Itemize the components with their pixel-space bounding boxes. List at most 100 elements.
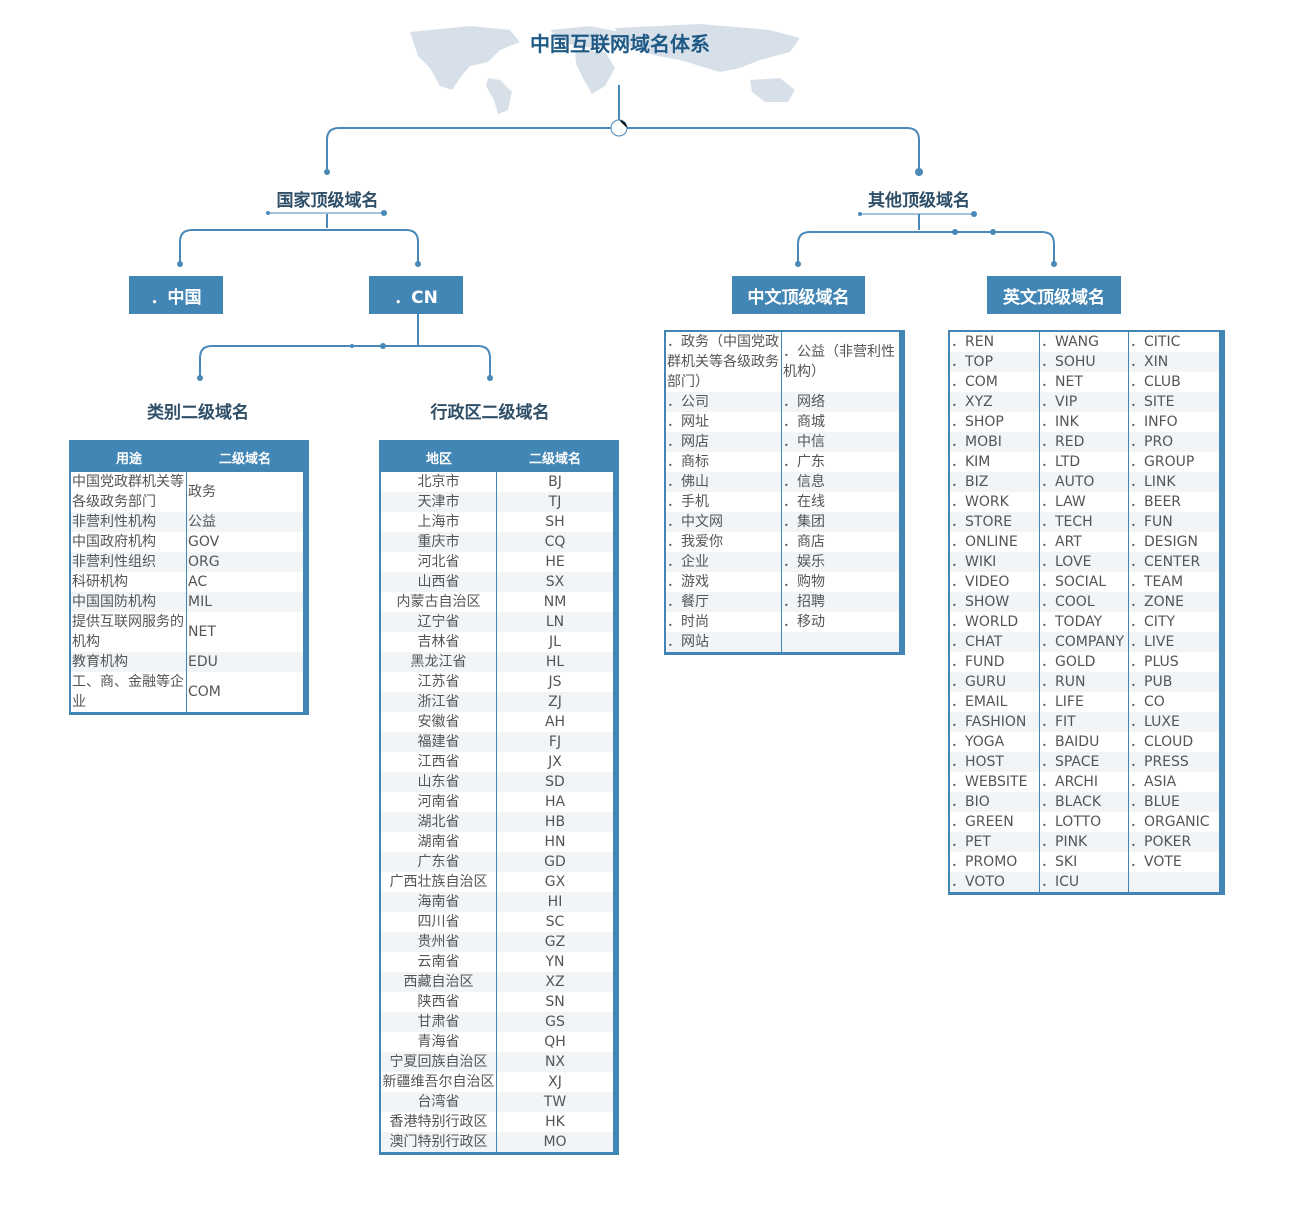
en-tld-col1-cell: ．PET [950,832,1040,852]
en-tld-row: ．COM．NET．CLUB [950,372,1219,392]
zh-tld-left-cell: ．时尚 [666,612,782,632]
category-use-cell: 中国政府机构 [71,532,187,552]
zh-tld-right-cell [782,632,899,652]
zh-tld-left-cell: ．网店 [666,432,782,452]
en-tld-row: ．FASHION．FIT．LUXE [950,712,1219,732]
region-sld-cell: GZ [544,934,566,950]
region-sld-cell: HN [544,834,566,850]
zh-tld-table: ．政务（中国党政群机关等各级政务部门）．公益（非营利性机构）．公司．网络．网址．… [664,330,905,655]
zh-tld-row: ．网站 [666,632,899,652]
en-tld-row: ．ONLINE．ART．DESIGN [950,532,1219,552]
en-tld-col2-cell: ．VIP [1040,392,1129,412]
region-sld-cell: JL [549,634,561,650]
en-tld-col2-cell: ．AUTO [1040,472,1129,492]
en-tld-col2-cell: ．TODAY [1040,612,1129,632]
region-area-cell: 河北省 [381,552,497,572]
en-tld-col1-cell: ．XYZ [950,392,1040,412]
region-sld-cell: BJ [548,474,562,490]
category-table-header: 用途 二级域名 [71,442,303,472]
en-tld-col2-cell: ．BLACK [1040,792,1129,812]
region-area-cell: 天津市 [381,492,497,512]
region-sld-cell: HA [544,794,566,810]
en-tld-col1-cell: ．VIDEO [950,572,1040,592]
zh-tld-left-cell: ．网址 [666,412,782,432]
en-tld-col3-cell [1129,872,1219,892]
category-sld-cell: 政务 [188,484,216,500]
en-tld-row: ．HOST．SPACE．PRESS [950,752,1219,772]
en-tld-row: ．XYZ．VIP．SITE [950,392,1219,412]
region-area-cell: 甘肃省 [381,1012,497,1032]
region-area-cell: 香港特别行政区 [381,1112,497,1132]
category-use-cell: 工、商、金融等企业 [71,672,187,712]
en-tld-col3-cell: ．GROUP [1130,454,1195,470]
region-sld-cell: SD [545,774,565,790]
en-tld-col2-cell: ．SOHU [1040,352,1129,372]
en-tld-row: ．STORE．TECH．FUN [950,512,1219,532]
region-area-cell: 台湾省 [381,1092,497,1112]
zh-tld-row: ．手机．在线 [666,492,899,512]
region-sld-cell: GS [545,1014,565,1030]
en-tld-col3-cell: ．BLUE [1130,794,1180,810]
en-tld-row: ．PROMO．SKI．VOTE [950,852,1219,872]
zh-tld-left-cell: ．餐厅 [666,592,782,612]
en-tld-col1-cell: ．REN [950,332,1040,352]
world-map-image [410,24,800,114]
region-area-cell: 海南省 [381,892,497,912]
en-tld-col2-cell: ．SKI [1040,852,1129,872]
category-sld-cell: COM [188,684,221,700]
region-area-cell: 重庆市 [381,532,497,552]
region-sld-cell: MO [543,1134,567,1150]
category-sld-cell: MIL [188,594,213,610]
en-tld-col1-cell: ．HOST [950,752,1040,772]
en-tld-col2-cell: ．ART [1040,532,1129,552]
region-sld-cell: ZJ [548,694,562,710]
zh-tld-right-cell: ．信息 [783,474,825,490]
en-tld-col3-cell: ．INFO [1130,414,1178,430]
en-tld-col3-cell: ．VOTE [1130,854,1182,870]
zh-tld-left-cell: ．中文网 [666,512,782,532]
en-tld-row: ．WIKI．LOVE．CENTER [950,552,1219,572]
region-area-cell: 广西壮族自治区 [381,872,497,892]
en-tld-col1-cell: ．WIKI [950,552,1040,572]
region-area-cell: 广东省 [381,852,497,872]
region-sld-cell: AH [544,714,566,730]
en-tld-row: ．CHAT．COMPANY．LIVE [950,632,1219,652]
en-tld-col3-cell: ．LINK [1130,474,1176,490]
region-row: 甘肃省 GS [381,1012,613,1032]
region-header-sld: 二级域名 [528,451,581,467]
zh-tld-left-cell: ．佛山 [666,472,782,492]
en-tld-row: ．GURU．RUN．PUB [950,672,1219,692]
en-tld-col2-cell: ．NET [1040,372,1129,392]
en-tld-col2-cell: ．BAIDU [1040,732,1129,752]
en-tld-col1-cell: ．GURU [950,672,1040,692]
en-tld-col3-cell: ．POKER [1130,834,1192,850]
en-tld-row: ．WORLD．TODAY．CITY [950,612,1219,632]
zh-tld-left-cell: ．手机 [666,492,782,512]
region-row: 浙江省 ZJ [381,692,613,712]
en-tld-col1-cell: ．BIZ [950,472,1040,492]
zh-tld-row: ．我爱你．商店 [666,532,899,552]
zh-tld-row: ．中文网．集团 [666,512,899,532]
category-header-use: 用途 [115,451,142,467]
zh-tld-row: ．佛山．信息 [666,472,899,492]
region-area-cell: 浙江省 [381,692,497,712]
en-tld-col3-cell: ．CENTER [1130,554,1201,570]
region-sld-cell: SH [545,514,565,530]
en-tld-col1-cell: ．VOTO [950,872,1040,892]
category-sld-cell: NET [188,624,216,640]
